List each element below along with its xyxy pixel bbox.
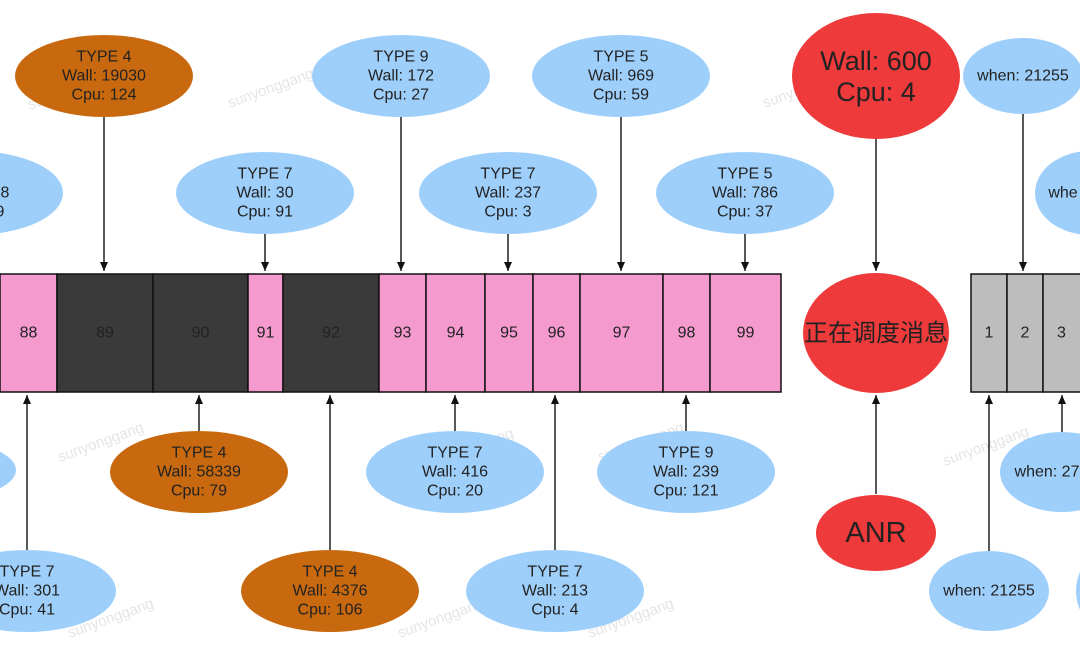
queue-cell-label-96: 96 [548, 325, 566, 342]
low-annotation-1-line-1: TYPE 4 [171, 445, 226, 462]
queue-cell-label-92: 92 [322, 325, 340, 342]
top-annotation-3-line-3: Cpu: 59 [593, 87, 649, 104]
low-annotation-3-line-2: Wall: 239 [653, 464, 719, 481]
pending-when-top-partial [1035, 151, 1080, 235]
bottom-annotation-1 [0, 550, 116, 632]
low-annotation-2-line-1: TYPE 7 [427, 445, 482, 462]
pending-when-bottom-partial-label: when: 27 [1014, 464, 1080, 481]
mid-annotation-3-line-2: Wall: 786 [712, 185, 778, 202]
top-annotation-2-line-1: TYPE 9 [373, 49, 428, 66]
top-annotation-1-line-2: Wall: 19030 [62, 68, 146, 85]
low-annotation-3 [597, 431, 775, 513]
queue-cell-92 [282, 273, 380, 393]
queue-cell-label-88: 88 [20, 325, 38, 342]
pending-cell-label-1: 1 [985, 325, 994, 342]
bottom-annotation-2 [241, 550, 419, 632]
mid-annotation-2-line-2: Wall: 237 [475, 185, 541, 202]
queue-cell-label-98: 98 [678, 325, 696, 342]
low-annotation-1 [110, 431, 288, 513]
pending-cell-label-3: 3 [1057, 325, 1066, 342]
partial-annotation-left [0, 152, 63, 234]
mid-annotation-2-line-1: TYPE 7 [480, 166, 535, 183]
pending-when-edge [1076, 572, 1080, 610]
dispatching-message [803, 273, 949, 393]
mid-annotation-2 [419, 152, 597, 234]
bottom-annotation-2-line-1: TYPE 4 [302, 564, 357, 581]
bottom-annotation-3-line-2: Wall: 213 [522, 583, 588, 600]
pending-when-bottom-label: when: 21255 [942, 583, 1035, 600]
bottom-annotation-1-line-2: Wall: 301 [0, 583, 60, 600]
queue-cell-93 [378, 273, 427, 393]
bottom-annotation-1-line-3: Cpu: 41 [0, 602, 55, 619]
queue-cell-89 [56, 273, 154, 393]
queue-cell-label-97: 97 [613, 325, 631, 342]
bottom-annotation-3-line-1: TYPE 7 [527, 564, 582, 581]
pending-when-top [963, 38, 1080, 114]
queue-cell-95 [484, 273, 534, 393]
mid-annotation-3-line-1: TYPE 5 [717, 166, 772, 183]
top-annotation-2-line-2: Wall: 172 [368, 68, 434, 85]
bottom-annotation-2-line-3: Cpu: 106 [298, 602, 363, 619]
mid-annotation-3-line-3: Cpu: 37 [717, 204, 773, 221]
pending-when-bottom [929, 551, 1049, 631]
pending-when-top-partial-label: whe [1047, 185, 1077, 202]
low-annotation-1-line-2: Wall: 58339 [157, 464, 241, 481]
pending-cell-3 [1042, 273, 1080, 393]
dispatching-wall: Wall: 600 [820, 46, 932, 76]
bottom-annotation-1-line-1: TYPE 7 [0, 564, 55, 581]
partial-annotation-line-2: 9 [0, 204, 5, 221]
low-annotation-3-line-3: Cpu: 121 [654, 483, 719, 500]
pending-cell-1 [970, 273, 1008, 393]
bottom-annotation-3 [466, 550, 644, 632]
mid-annotation-1-line-3: Cpu: 91 [237, 204, 293, 221]
queue-cell-label-94: 94 [447, 325, 465, 342]
queue-cell-97 [579, 273, 664, 393]
mid-annotation-3 [656, 152, 834, 234]
pending-cell-label-2: 2 [1021, 325, 1030, 342]
queue-cell-label-90: 90 [192, 325, 210, 342]
low-annotation-2-line-2: Wall: 416 [422, 464, 488, 481]
top-annotation-3-line-2: Wall: 969 [588, 68, 654, 85]
top-annotation-1 [15, 35, 193, 117]
queue-cell-98 [662, 273, 711, 393]
low-annotation-2-line-3: Cpu: 20 [427, 483, 483, 500]
dispatching-cpu: Cpu: 4 [836, 77, 916, 107]
queue-cell-96 [532, 273, 581, 393]
top-annotation-2-line-3: Cpu: 27 [373, 87, 429, 104]
queue-cell-label-95: 95 [500, 325, 518, 342]
top-annotation-3-line-1: TYPE 5 [593, 49, 648, 66]
mid-annotation-1-line-2: Wall: 30 [236, 185, 293, 202]
top-annotation-2 [312, 35, 490, 117]
dispatching-label: 正在调度消息 [804, 319, 948, 347]
mid-annotation-1 [176, 152, 354, 234]
low-annotation-2 [366, 431, 544, 513]
pending-when-bottom-partial [1000, 432, 1080, 512]
pending-when-top-label: when: 21255 [976, 68, 1069, 85]
mid-annotation-1-line-1: TYPE 7 [237, 166, 292, 183]
watermark-text: sunyonggang [226, 65, 316, 112]
low-annotation-3-line-1: TYPE 9 [658, 445, 713, 462]
queue-cell-label-93: 93 [394, 325, 412, 342]
queue-cell-label-91: 91 [257, 325, 275, 342]
dispatching-stats [792, 13, 960, 139]
anr-node [816, 495, 936, 571]
anr-label: ANR [845, 517, 906, 549]
bottom-annotation-2-line-2: Wall: 4376 [293, 583, 368, 600]
partial-annotation-left-bottom [0, 451, 16, 489]
queue-cell-94 [425, 273, 486, 393]
bottom-annotation-3-line-3: Cpu: 4 [531, 602, 578, 619]
queue-cell-label-99: 99 [737, 325, 755, 342]
top-annotation-1-line-3: Cpu: 124 [72, 87, 137, 104]
queue-cell-91 [247, 273, 284, 393]
top-annotation-3 [532, 35, 710, 117]
mid-annotation-2-line-3: Cpu: 3 [484, 204, 531, 221]
queue-cell-label-89: 89 [96, 325, 114, 342]
queue-cell-99 [709, 273, 782, 393]
low-annotation-1-line-3: Cpu: 79 [171, 483, 227, 500]
partial-annotation-line-1: 8 [1, 185, 10, 202]
pending-cell-2 [1006, 273, 1044, 393]
top-annotation-1-line-1: TYPE 4 [76, 49, 131, 66]
